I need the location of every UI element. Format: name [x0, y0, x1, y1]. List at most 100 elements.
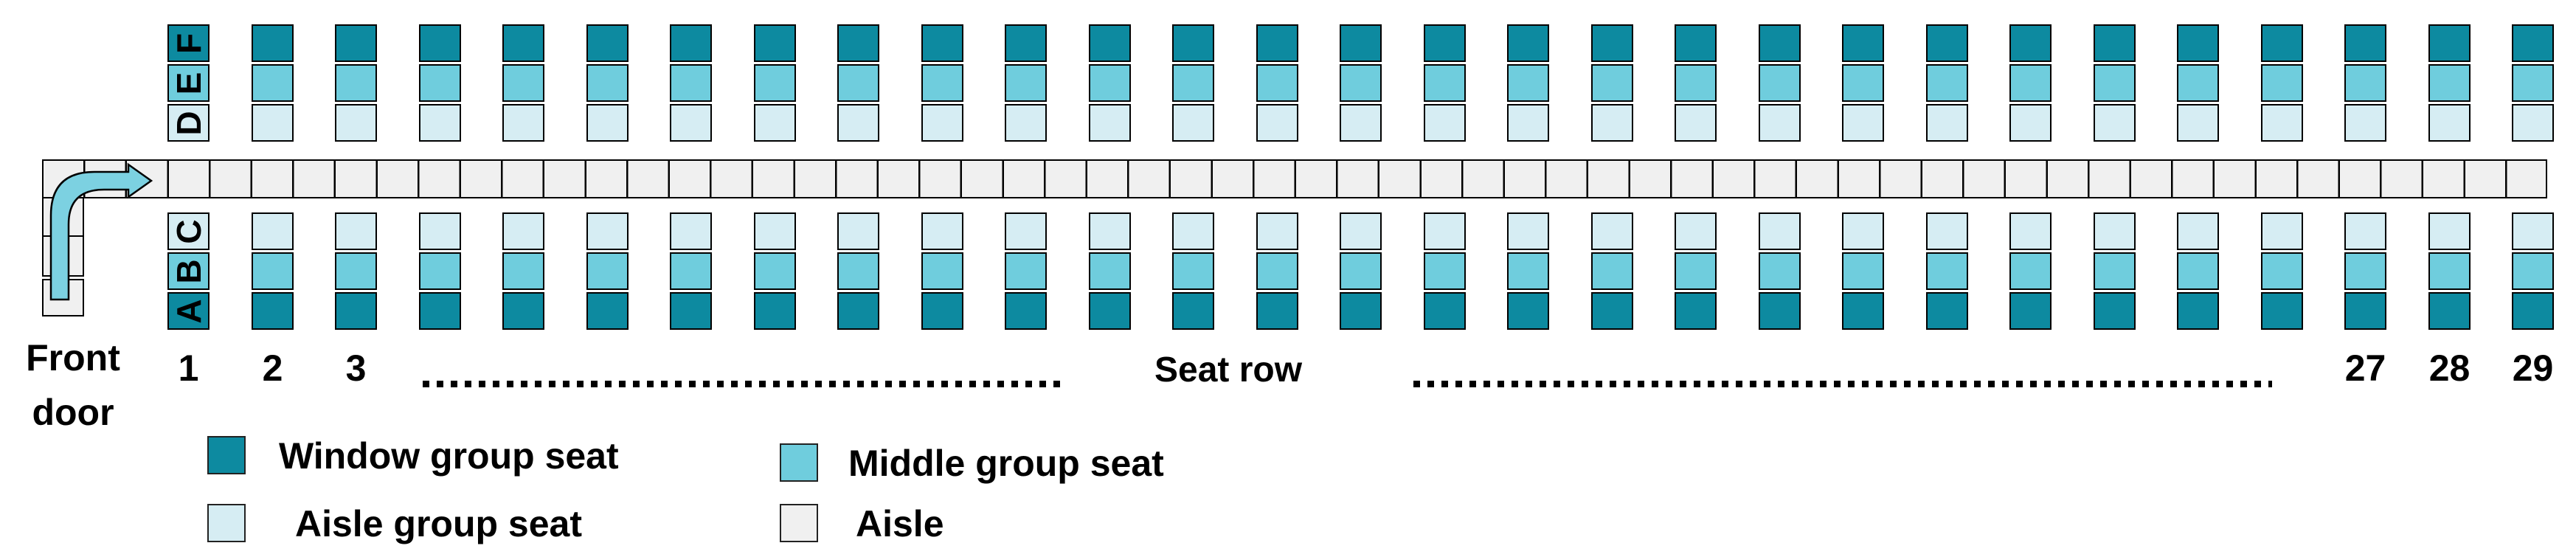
front-door-label-line1: Front — [26, 337, 120, 378]
seat-cell-window_seat — [1507, 24, 1549, 62]
seat-cell-aisle_seat — [2428, 212, 2471, 250]
seat-row-number: 27 — [2344, 347, 2386, 389]
seat-cell-aisle_seat — [1340, 212, 1382, 250]
seat-cell-aisle_seat — [1507, 212, 1549, 250]
seat-row-number: 28 — [2428, 347, 2471, 389]
seat-cell-middle_seat — [921, 252, 963, 290]
seat-cell-middle_seat — [1172, 64, 1214, 102]
seat-cell-middle_seat — [2009, 64, 2052, 102]
seat-cell-window_seat — [335, 292, 377, 330]
seat-cell-aisle_seat — [2261, 104, 2303, 142]
seat-cell-window_seat — [754, 24, 796, 62]
seat-cell-middle_seat — [1089, 252, 1131, 290]
seat-cell-window_seat — [2428, 24, 2471, 62]
seat-cell-middle_seat — [837, 252, 879, 290]
seat-cell-middle_seat — [1759, 252, 1801, 290]
legend-label-window-seat: Window group seat — [279, 435, 619, 477]
seat-cell-middle_seat — [1256, 252, 1298, 290]
seat-cell-middle_seat — [1507, 252, 1549, 290]
seat-cell-middle_seat — [252, 252, 294, 290]
seat-cell-window_seat — [1424, 292, 1466, 330]
seat-cell-window_seat — [502, 24, 544, 62]
seat-cell-middle_seat — [586, 64, 629, 102]
seat-cell-middle_seat — [502, 252, 544, 290]
seat-cell-middle_seat — [1842, 252, 1884, 290]
seat-cell-window_seat — [2177, 292, 2219, 330]
seat-row-number: 2 — [262, 347, 283, 389]
seat-cell-aisle_seat — [921, 212, 963, 250]
seat-letter: D — [169, 110, 208, 136]
seat-cell-window_seat — [2344, 292, 2386, 330]
boarding-direction-arrow-icon — [49, 162, 153, 301]
seat-cell-middle_seat — [419, 252, 461, 290]
seat-cell-middle_seat — [586, 252, 629, 290]
front-door-label: Front door — [7, 331, 139, 440]
seat-cell-aisle_seat — [502, 104, 544, 142]
seat-cell-middle_seat — [2428, 252, 2471, 290]
legend-swatch-middle-seat — [780, 443, 818, 482]
seat-cell-window_seat — [1926, 24, 1968, 62]
seat-cell-middle_seat — [754, 252, 796, 290]
seat-cell-middle_seat — [335, 64, 377, 102]
seat-cell-middle_seat — [670, 64, 712, 102]
seat-cell-aisle_seat — [1759, 104, 1801, 142]
ellipsis-dotted-line — [1413, 381, 2272, 387]
seat-cell-middle_seat — [502, 64, 544, 102]
seat-cell-middle_seat — [1675, 252, 1717, 290]
seat-cell-aisle_seat — [1675, 104, 1717, 142]
seat-cell-window_seat — [921, 292, 963, 330]
seat-cell-window_seat — [921, 24, 963, 62]
seat-cell-aisle_seat — [1089, 212, 1131, 250]
seat-cell-middle_seat — [1926, 64, 1968, 102]
seat-cell-aisle_seat — [1424, 104, 1466, 142]
seat-cell-aisle_seat — [1340, 104, 1382, 142]
seat-cell-window_seat — [419, 292, 461, 330]
seat-cell-aisle_seat — [419, 212, 461, 250]
seat-cell-middle_seat — [1005, 252, 1047, 290]
seat-cell-middle_seat — [754, 64, 796, 102]
seat-cell-window_seat — [1340, 24, 1382, 62]
seat-cell-window_seat — [586, 292, 629, 330]
seat-cell-window_seat — [1172, 24, 1214, 62]
seat-cell-middle_seat — [2094, 252, 2136, 290]
seat-cell-window_seat — [1089, 24, 1131, 62]
seat-cell-window_seat — [1675, 24, 1717, 62]
seat-cell-window_seat — [1256, 24, 1298, 62]
seat-cell-aisle_seat — [2428, 104, 2471, 142]
seat-letter: B — [169, 258, 208, 284]
seat-cell-window_seat — [1842, 292, 1884, 330]
seat-cell-middle_seat — [1089, 64, 1131, 102]
seat-cell-window_seat — [419, 24, 461, 62]
seat-cell-aisle_seat — [2177, 212, 2219, 250]
seat-cell-aisle_seat — [2094, 104, 2136, 142]
legend-swatch-aisle-seat — [207, 504, 246, 542]
seat-cell-window_seat — [2094, 292, 2136, 330]
front-door-label-line2: door — [32, 392, 114, 433]
seat-cell-aisle_seat — [670, 212, 712, 250]
ellipsis-dotted-line — [423, 381, 1067, 387]
seat-cell-aisle_seat — [335, 104, 377, 142]
seat-cell-middle_seat — [1591, 252, 1633, 290]
seat-cell-middle_seat — [1424, 252, 1466, 290]
seat-cell-aisle_seat — [252, 104, 294, 142]
seat-cell-middle_seat — [2344, 252, 2386, 290]
seat-cell-middle_seat — [2512, 64, 2554, 102]
seat-cell-window_seat — [754, 292, 796, 330]
seat-cell-aisle_seat — [1675, 212, 1717, 250]
seat-cell-window_seat — [1172, 292, 1214, 330]
aisle-strip — [42, 159, 2547, 198]
seat-cell-middle_seat — [837, 64, 879, 102]
seat-cell-window_seat — [1759, 24, 1801, 62]
seat-cell-aisle_seat — [2094, 212, 2136, 250]
seat-cell-window_seat — [2512, 292, 2554, 330]
seat-cell-middle_seat: E — [167, 64, 210, 102]
seat-cell-aisle_seat — [1591, 212, 1633, 250]
seat-cell-middle_seat — [2512, 252, 2554, 290]
seat-cell-middle_seat — [1340, 252, 1382, 290]
seat-cell-window_seat — [2009, 292, 2052, 330]
seat-cell-aisle_seat — [1005, 212, 1047, 250]
seat-cell-aisle_seat — [837, 212, 879, 250]
seat-cell-window_seat — [586, 24, 629, 62]
seat-cell-window_seat — [1424, 24, 1466, 62]
seat-cell-aisle_seat — [2261, 212, 2303, 250]
